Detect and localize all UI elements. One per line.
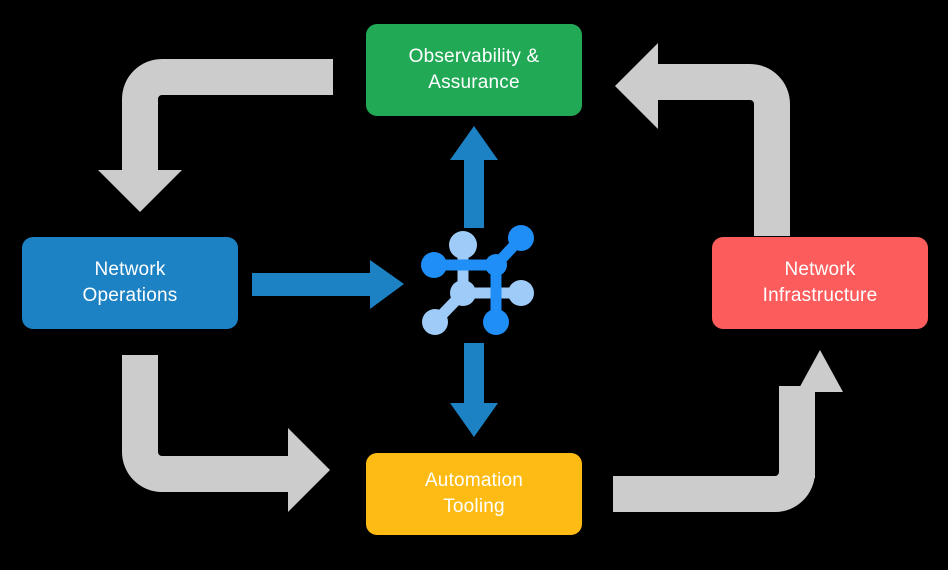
gray-arrowhead-up-right <box>779 350 843 478</box>
blue-arrow-center-to-automation-tooling <box>450 343 498 437</box>
node-observability-assurance[interactable]: Observability & Assurance <box>366 24 582 116</box>
node-network-infrastructure[interactable]: Network Infrastructure <box>712 237 928 329</box>
gray-arrow-network-operations-to-automation-tooling <box>122 355 330 512</box>
node-network-infrastructure-label: Network Infrastructure <box>762 259 878 306</box>
node-network-operations[interactable]: Network Operations <box>22 237 238 329</box>
gray-arrow-observability-to-network-operations <box>98 59 333 212</box>
network-topology-icon <box>421 225 534 335</box>
blue-arrow-center-to-observability <box>450 126 498 228</box>
gray-arrow-network-infrastructure-to-observability <box>615 43 790 236</box>
node-network-operations-label: Network Operations <box>82 259 178 306</box>
node-automation-tooling-label: Automation Tooling <box>424 470 524 517</box>
node-observability-assurance-label: Observability & Assurance <box>408 46 540 93</box>
node-automation-tooling[interactable]: Automation Tooling <box>366 453 582 535</box>
blue-arrow-network-operations-to-center <box>252 260 404 309</box>
